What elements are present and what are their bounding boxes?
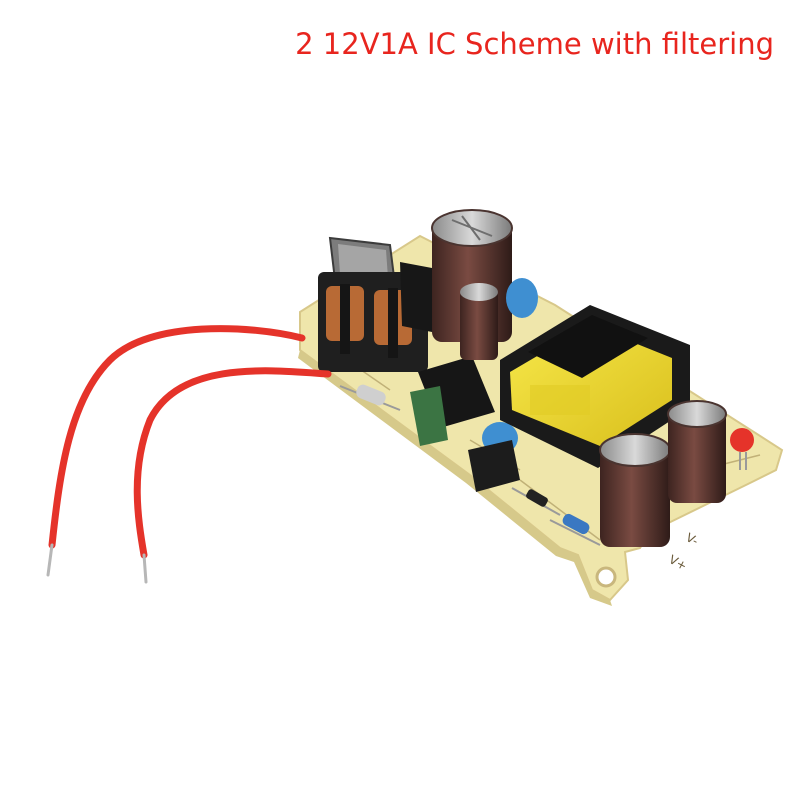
caption: 2 12V1A IC Scheme with filtering — [295, 27, 774, 61]
ceramic-capacitor-1 — [506, 278, 538, 318]
silkscreen-label-vplus: V+ — [667, 552, 690, 573]
output-capacitor-1 — [599, 433, 671, 547]
small-capacitor-1 — [460, 283, 498, 360]
diode — [511, 487, 561, 516]
silkscreen-label-vminus: V- — [684, 530, 701, 548]
inductor — [400, 262, 432, 332]
resistor-2 — [549, 513, 601, 546]
x-capacitor — [410, 386, 448, 446]
transformer — [500, 305, 690, 468]
resistor-1 — [339, 384, 401, 411]
optocoupler — [468, 440, 520, 492]
common-mode-choke — [318, 236, 428, 372]
input-wires — [46, 325, 332, 584]
output-capacitor-2 — [667, 400, 727, 503]
led — [730, 428, 754, 470]
